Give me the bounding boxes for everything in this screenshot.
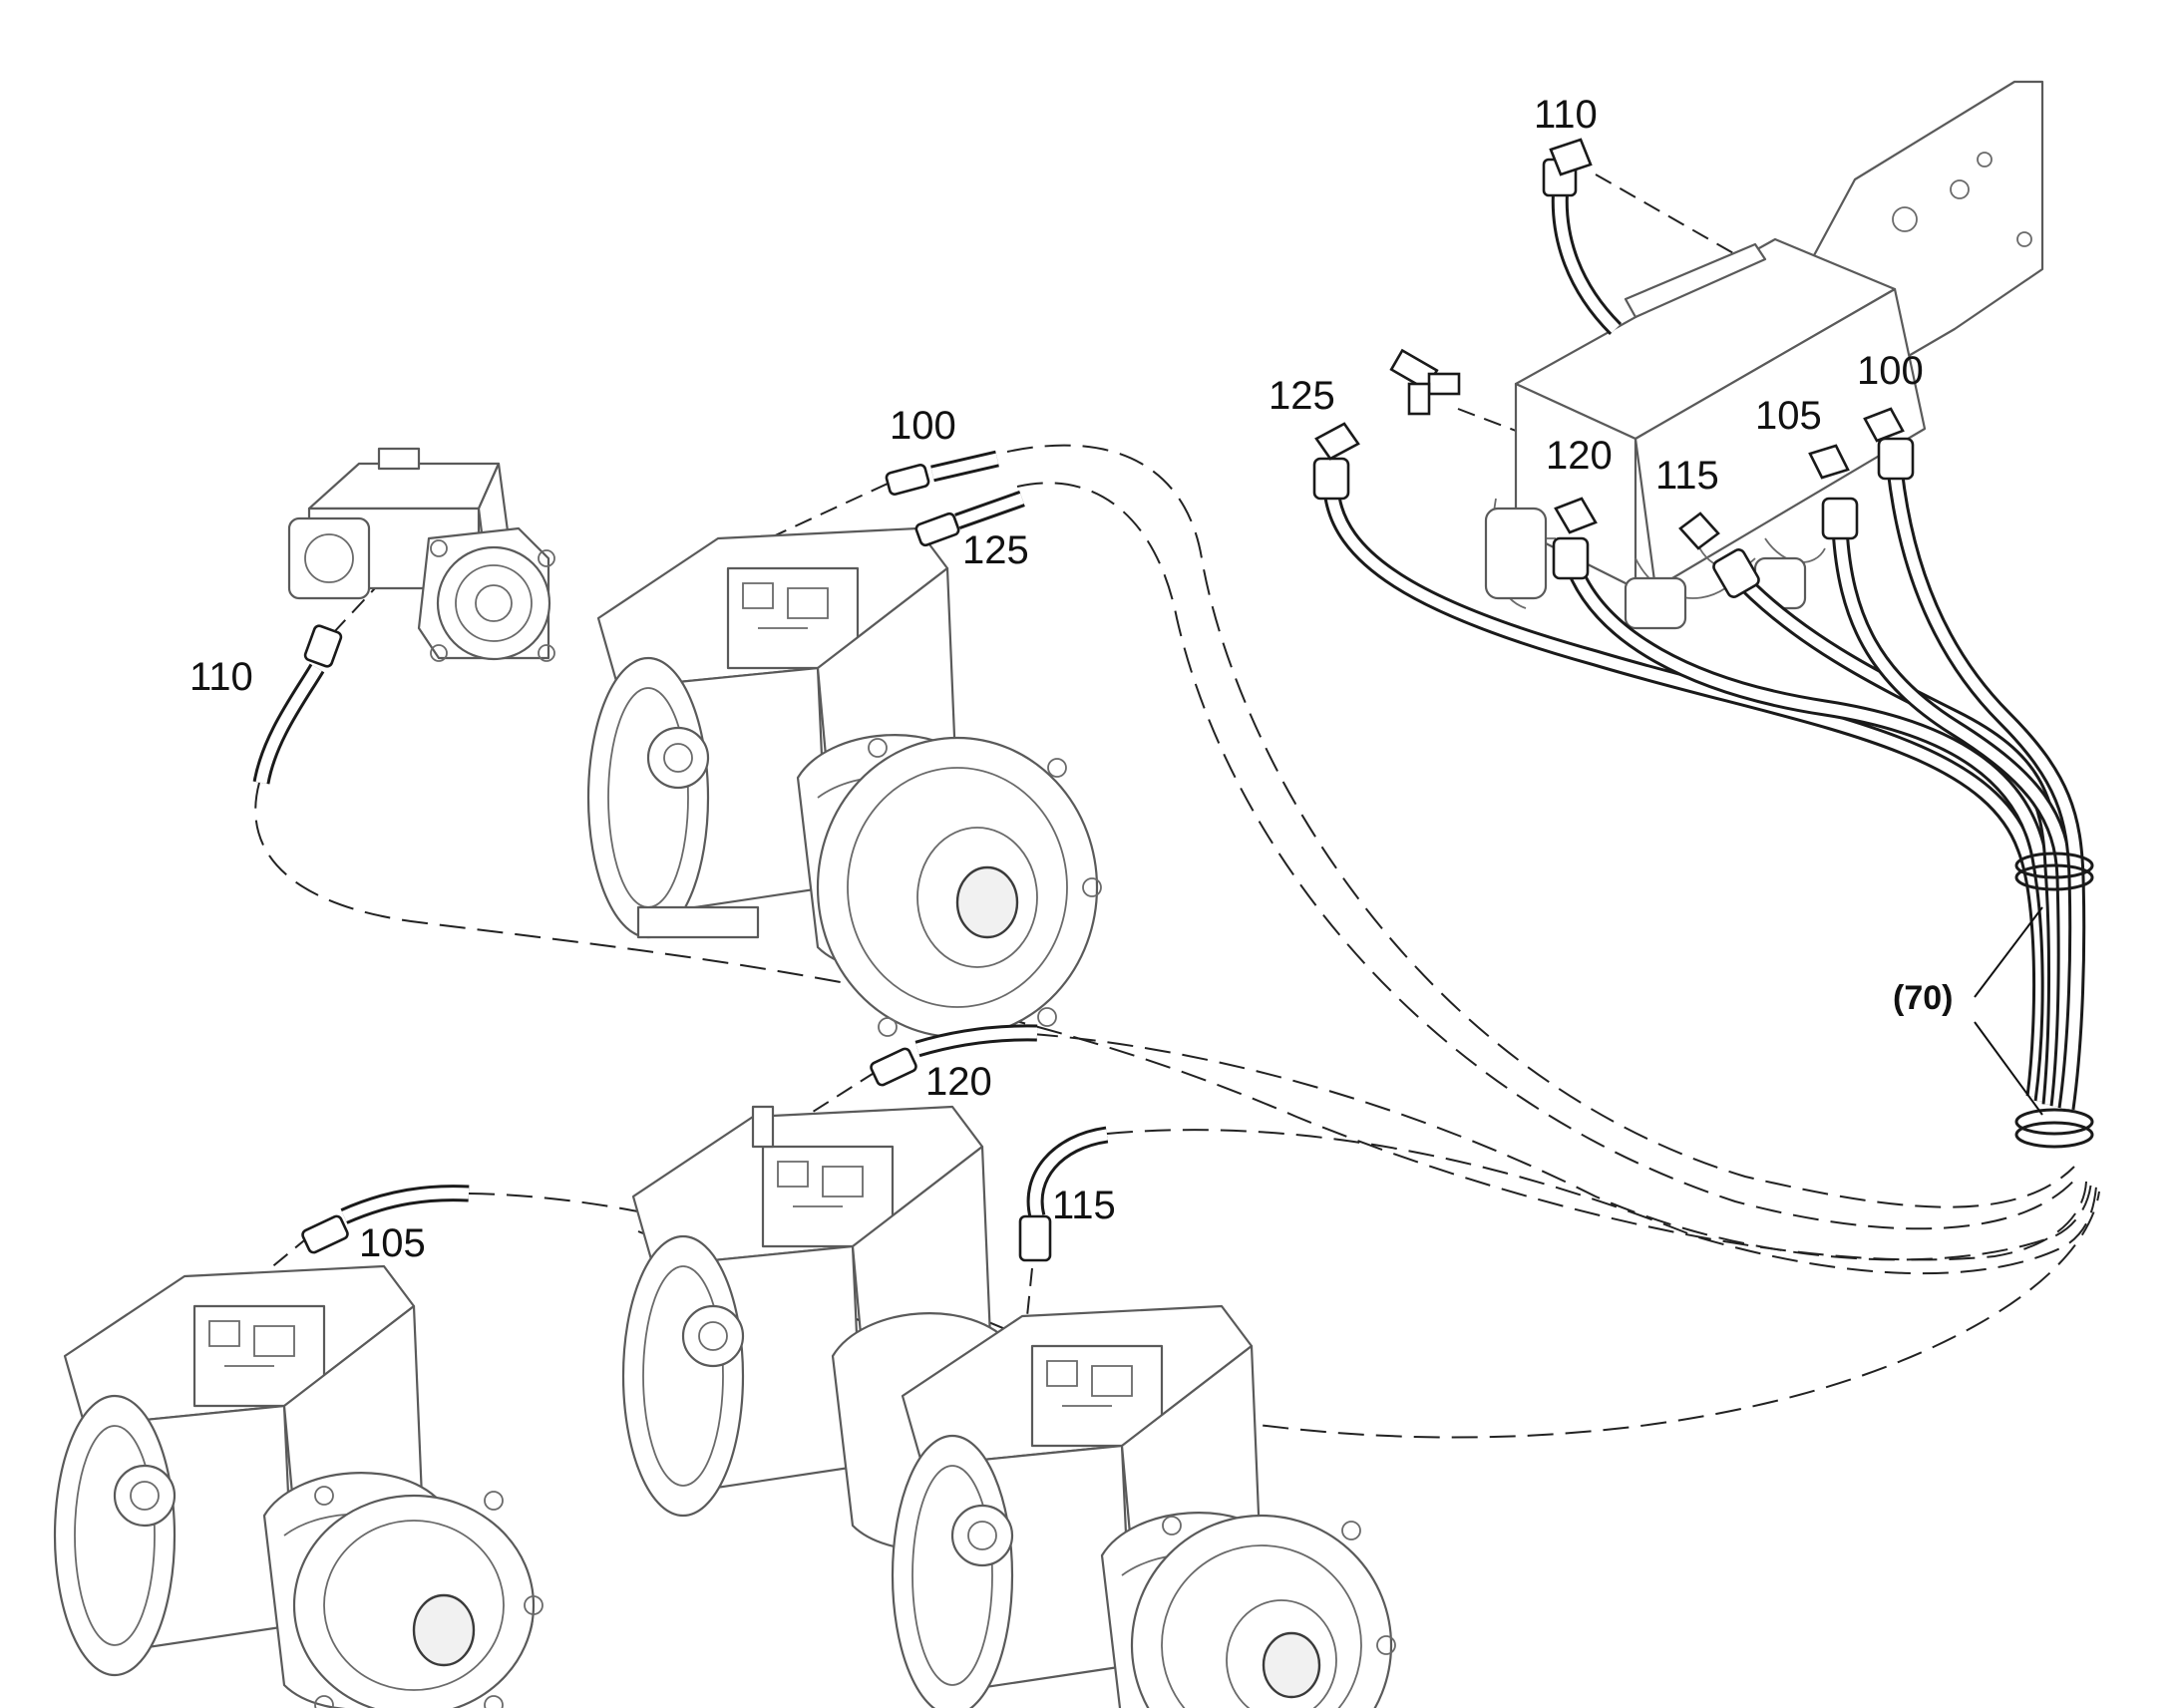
loose-hose-120-middle	[870, 1024, 1038, 1087]
left-drive-motor	[53, 1264, 544, 1708]
callout-top-right-100: 100	[1857, 349, 1924, 393]
dash-125-to-tee	[1457, 408, 1517, 432]
route-path-115	[1106, 1129, 2097, 1275]
callout-small-pump-110: 110	[189, 655, 253, 699]
hose-110-top	[1542, 138, 1623, 336]
small-pump-assembly	[287, 447, 555, 662]
callout-upper-motor-100: 100	[890, 404, 956, 448]
loose-hose-110-pump	[252, 624, 343, 785]
dash-110-to-bracket	[1595, 173, 1736, 255]
callout-middle-motor-115: 115	[1052, 1184, 1116, 1227]
dash-100-to-motor	[757, 483, 889, 544]
callout-top-right-110: 110	[1534, 93, 1598, 137]
route-path-125	[1016, 482, 2080, 1230]
loose-hose-100-upper	[885, 450, 999, 496]
manifold-hose-fittings	[1312, 407, 1915, 598]
callout-left-motor-105: 105	[359, 1221, 426, 1265]
loose-hose-125-upper	[914, 490, 1025, 547]
callout-hose-bundle-70: (70)	[1893, 979, 1953, 1017]
dash-115-to-motor	[1026, 1267, 1033, 1317]
callout-middle-motor-120: 120	[925, 1060, 992, 1104]
callout-top-right-115: 115	[1655, 454, 1719, 498]
callout-upper-motor-125: 125	[962, 528, 1029, 572]
route-path-120	[1031, 1033, 2092, 1261]
leader-70-lower	[1974, 1021, 2043, 1116]
middle-drive-motor-front	[891, 1304, 1396, 1708]
callout-top-right-105: 105	[1755, 394, 1822, 438]
tee-fitting-125	[1389, 348, 1461, 416]
loose-hose-115-middle	[1018, 1126, 1109, 1262]
valve-manifold-bracket	[1484, 80, 2044, 630]
leader-70-upper	[1974, 906, 2043, 998]
hose-bundle-clamps	[2014, 852, 2094, 1149]
route-path-100	[1006, 444, 2075, 1208]
loose-hose-105-left	[301, 1185, 470, 1254]
hose-bundle	[1322, 468, 2086, 1111]
upper-drive-motor	[586, 526, 1102, 1039]
callout-top-right-120: 120	[1546, 434, 1613, 478]
route-path-110	[254, 782, 2087, 1261]
callout-top-right-125: 125	[1269, 374, 1335, 418]
